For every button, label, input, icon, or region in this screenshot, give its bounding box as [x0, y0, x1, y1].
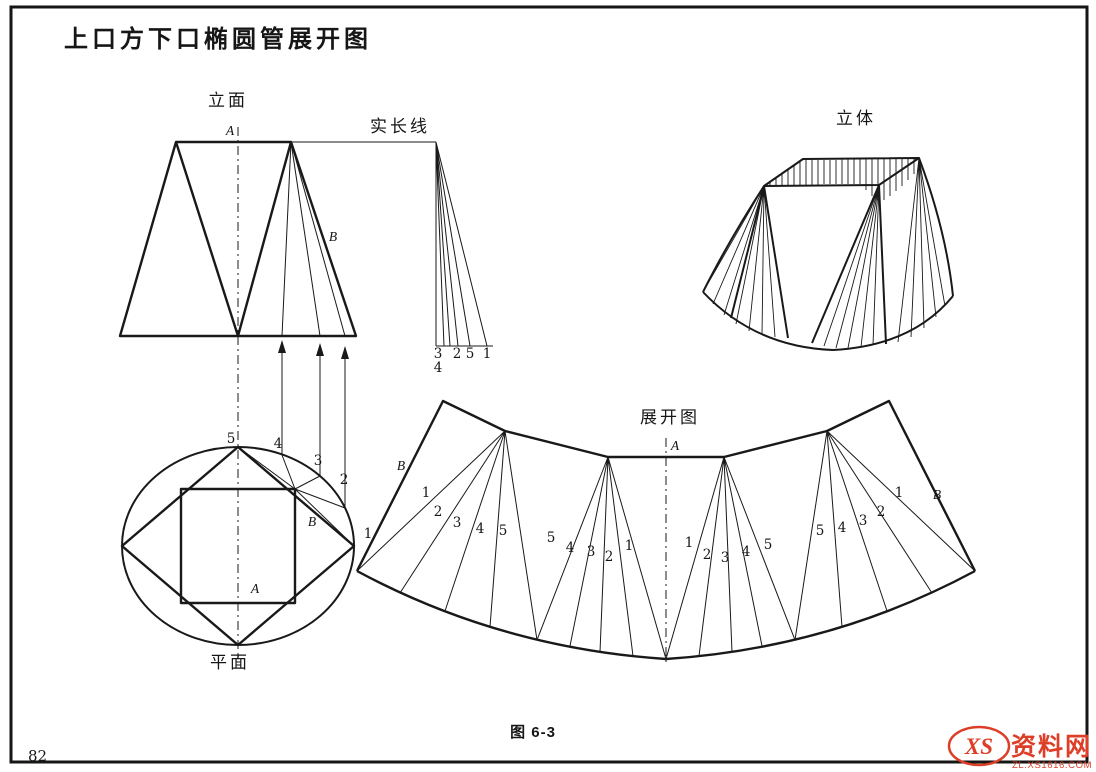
plan-label: 平面: [210, 653, 250, 672]
dev-f3-4: 4: [742, 544, 751, 560]
tl-tick-4: 4: [434, 360, 443, 376]
true-length-view: 实长线 3 2 5 1 4: [370, 117, 493, 376]
up-arrow-icon: [316, 343, 324, 356]
dev-f1-4: 4: [476, 521, 485, 537]
isometric-right-edge: [918, 157, 954, 297]
true-length-axes: [435, 142, 493, 347]
dev-f1-3: 3: [453, 515, 462, 531]
elevation-seam-lines: [174, 141, 293, 337]
dev-f3-1: 1: [685, 535, 694, 551]
tl-tick-2: 2: [453, 346, 462, 362]
dev-f4-4: 4: [838, 520, 847, 536]
plan-point-3: 3: [314, 453, 323, 469]
elevation-point-b: B: [329, 229, 337, 244]
development-point-a: A: [670, 438, 680, 453]
elevation-view: 立面 A B: [118, 91, 436, 656]
dev-f2-1: 1: [625, 538, 634, 554]
tl-tick-3: 3: [434, 346, 443, 362]
up-arrow-icon: [278, 340, 286, 353]
isometric-face-seams: [730, 184, 887, 345]
watermark-site-url: ZL.XS1616.COM: [1012, 760, 1092, 771]
watermark-logo-oval: [947, 725, 1011, 767]
isometric-view: 立体: [702, 109, 954, 351]
development-label: 展开图: [640, 408, 700, 427]
true-length-hypotenuses: [435, 141, 488, 347]
plan-diamond: [120, 445, 356, 647]
dev-f1-5: 5: [499, 523, 508, 539]
isometric-fan-right: [897, 157, 946, 343]
plan-point-1: 1: [364, 526, 373, 542]
plan-square: [179, 487, 297, 605]
dev-f4-5: 5: [816, 523, 825, 539]
true-length-label: 实长线: [370, 117, 430, 136]
plan-view: 5 4 3 2 1 B A 平面: [120, 431, 373, 672]
watermark-logo-icon: XS: [964, 734, 993, 759]
dev-f1-2: 2: [434, 504, 443, 520]
plan-point-2: 2: [340, 472, 349, 488]
watermark: XS 资料网 ZL.XS1616.COM: [947, 725, 1092, 771]
development-fan-4: [794, 430, 976, 641]
plan-point-b: B: [308, 514, 316, 529]
plan-point-4: 4: [274, 436, 283, 452]
page-title: 上口方下口椭圆管展开图: [64, 25, 372, 53]
dev-f3-3: 3: [721, 550, 730, 566]
elevation-point-a: A: [225, 123, 235, 138]
plan-point-a: A: [250, 581, 260, 596]
up-arrow-icon: [341, 346, 349, 359]
isometric-hatching: [769, 158, 915, 200]
dev-f2-4: 4: [566, 540, 575, 556]
dev-f4-3: 3: [859, 513, 868, 529]
dev-f3-2: 2: [703, 547, 712, 563]
plan-point-5: 5: [227, 431, 236, 447]
elevation-label: 立面: [208, 91, 248, 110]
elevation-fan-lines: [281, 141, 346, 337]
projection-arrows: [278, 340, 349, 508]
watermark-site-name: 资料网: [1011, 733, 1092, 761]
dev-f4-2: 2: [877, 504, 886, 520]
development-seam-b-right: B: [933, 487, 941, 502]
dev-f2-3: 3: [587, 544, 596, 560]
development-fan-1: [356, 430, 538, 641]
tl-tick-1: 1: [483, 346, 492, 362]
isometric-label: 立体: [836, 109, 876, 128]
development-fan-2: [536, 456, 667, 660]
isometric-fan-left: [702, 185, 776, 338]
isometric-fan-middle: [823, 184, 880, 349]
page-border: [9, 5, 1089, 764]
isometric-bottom-arc: [702, 291, 954, 351]
dev-f3-5: 5: [764, 537, 773, 553]
dev-f2-2: 2: [605, 549, 614, 565]
development-view: 展开图 A B B 1 2 3 4 5 5 4 3 2 1 1 2 3 4 5 …: [355, 399, 977, 666]
dev-f4-1: 1: [895, 485, 904, 501]
isometric-left-edge: [702, 185, 765, 293]
dev-f1-1: 1: [422, 485, 431, 501]
plan-triangulation-lines: [237, 446, 355, 547]
dev-f2-5: 5: [547, 530, 556, 546]
tl-tick-5: 5: [466, 346, 475, 362]
development-seam-b-left: B: [397, 458, 405, 473]
development-fan-3: [665, 456, 796, 660]
page-number: 82: [28, 747, 47, 765]
figure-caption: 图 6-3: [510, 724, 556, 741]
